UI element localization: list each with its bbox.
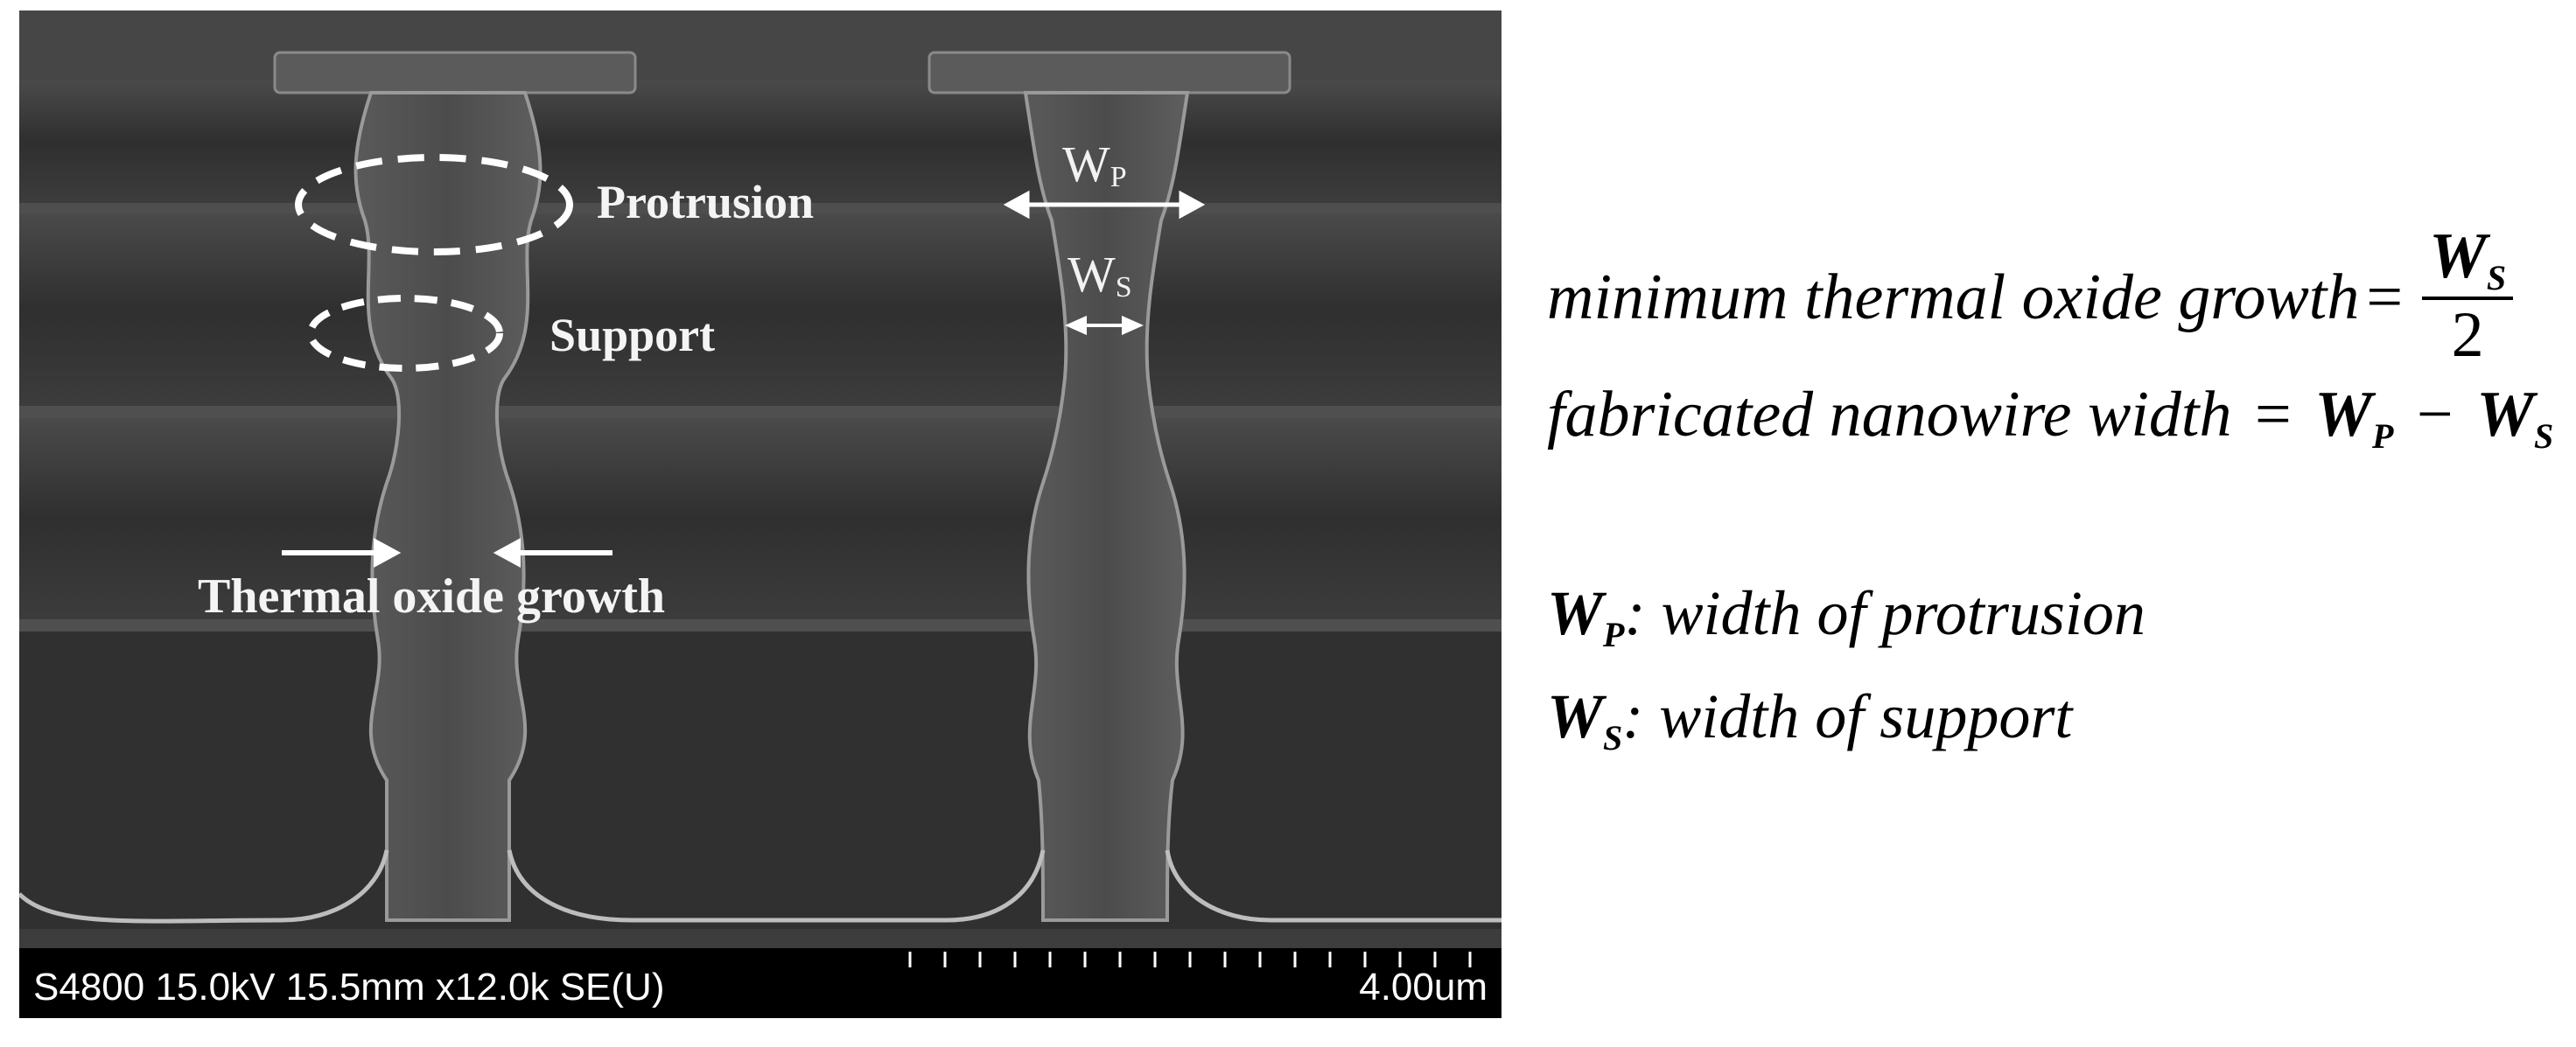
ws-over-2-fraction: WS 2 bbox=[2422, 222, 2514, 371]
bowl-edge-2 bbox=[507, 849, 1046, 923]
bowl-edge-1 bbox=[19, 849, 389, 924]
protrusion-label: Protrusion bbox=[597, 176, 815, 228]
cap-left bbox=[273, 51, 637, 94]
nanowire-width-equation: fabricated nanowire width = WP − WS bbox=[1547, 379, 2554, 456]
thermal-arrow-left bbox=[282, 537, 402, 569]
support-ellipse bbox=[307, 295, 503, 372]
min-oxide-equation: minimum thermal oxide growth = WS 2 bbox=[1547, 210, 2514, 385]
pillar-right bbox=[1023, 91, 1190, 922]
bowl-edge-3 bbox=[1165, 849, 1502, 923]
cap-right bbox=[928, 51, 1292, 94]
scale-bar-ticks bbox=[908, 952, 1472, 967]
sem-micrograph: Protrusion Support Thermal oxide growth … bbox=[19, 10, 1502, 948]
wp-label: WP bbox=[1062, 136, 1127, 193]
ws-arrow bbox=[1065, 315, 1144, 336]
thermal-arrow-right bbox=[493, 537, 612, 569]
ws-definition: WS: width of support bbox=[1547, 681, 2073, 757]
protrusion-ellipse bbox=[295, 154, 573, 255]
pillar-left bbox=[354, 91, 542, 922]
sem-info-bar: S4800 15.0kV 15.5mm x12.0k SE(U) 4.00um bbox=[19, 948, 1502, 1018]
scale-bar-label: 4.00um bbox=[1359, 966, 1488, 1009]
wp-definition: WP: width of protrusion bbox=[1547, 578, 2146, 654]
wp-arrow bbox=[1003, 190, 1206, 220]
sem-parameters: S4800 15.0kV 15.5mm x12.0k SE(U) bbox=[33, 966, 665, 1009]
sem-image bbox=[19, 10, 1502, 948]
ws-label: WS bbox=[1068, 246, 1132, 304]
thermal-oxide-label: Thermal oxide growth bbox=[198, 569, 666, 624]
support-label: Support bbox=[550, 309, 716, 361]
